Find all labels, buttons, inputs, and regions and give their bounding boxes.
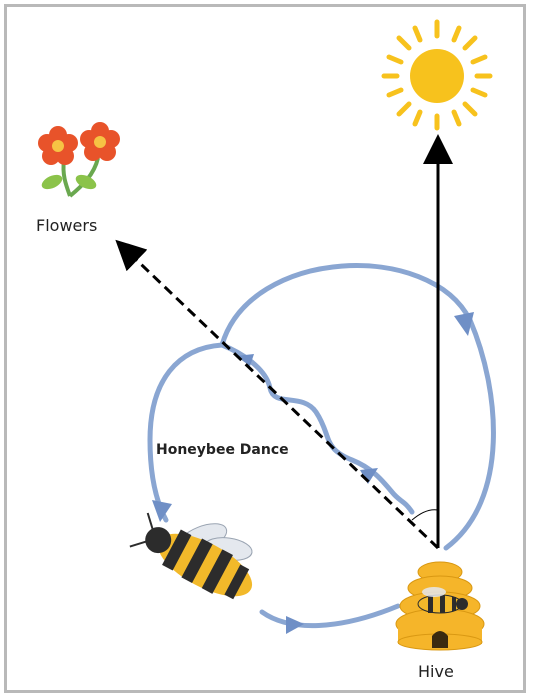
hive-label: Hive [418,662,454,681]
sun-icon [381,19,493,131]
flower-direction-arrow [115,239,440,550]
bee-icon [129,512,253,600]
hive-icon [395,561,485,651]
dance-direction-arrows [152,312,474,634]
flowers-label: Flowers [36,216,98,235]
honeybee-dance-label: Honeybee Dance [156,442,289,458]
angle-arc [411,509,439,521]
flowers-icon [38,122,120,198]
